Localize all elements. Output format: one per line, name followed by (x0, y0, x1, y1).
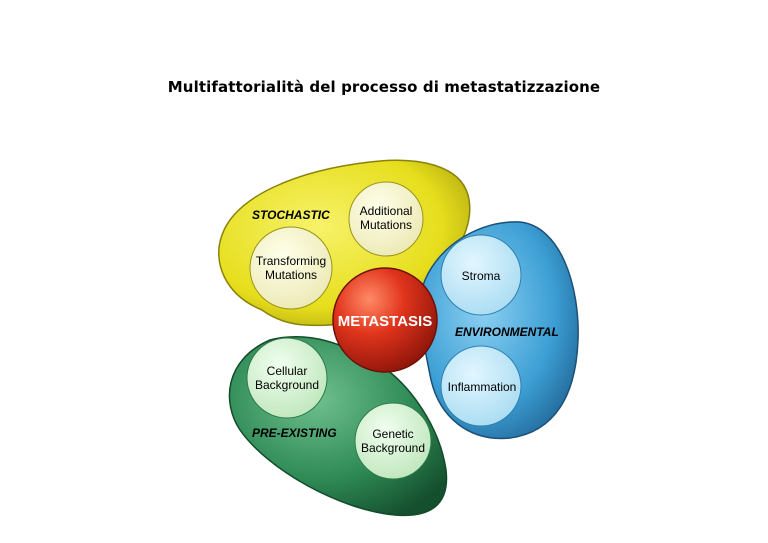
stroma-node: Stroma (440, 234, 522, 316)
genetic-background-node: Genetic Background (354, 402, 432, 480)
pre-existing-label: PRE-EXISTING (252, 426, 337, 440)
inflammation-label: Inflammation (448, 380, 517, 394)
transforming-mutations-line-2: Mutations (265, 268, 317, 282)
additional-mutations-line-2: Mutations (360, 218, 412, 232)
stochastic-label: STOCHASTIC (252, 208, 330, 222)
genetic-background-line-1: Genetic (372, 427, 413, 441)
cellular-background-node: Cellular Background (246, 337, 328, 419)
stroma-label: Stroma (462, 269, 501, 283)
environmental-label: ENVIRONMENTAL (455, 325, 559, 339)
transforming-mutations-node: Transforming Mutations (249, 226, 333, 310)
additional-mutations-line-1: Additional (360, 204, 413, 218)
inflammation-node: Inflammation (440, 345, 522, 427)
genetic-background-line-2: Background (361, 441, 425, 455)
metastasis-center: METASTASIS (332, 267, 438, 373)
transforming-mutations-line-1: Transforming (256, 254, 326, 268)
page-title: Multifattorialità del processo di metast… (167, 78, 601, 96)
cellular-background-line-2: Background (255, 378, 319, 392)
cellular-background-line-1: Cellular (267, 364, 308, 378)
metastasis-label: METASTASIS (338, 313, 432, 330)
environmental-group: ENVIRONMENTAL Stroma Inflammation (419, 221, 579, 440)
additional-mutations-node: Additional Mutations (348, 181, 424, 257)
pre-existing-group: PRE-EXISTING Cellular Background Genetic… (228, 336, 448, 517)
